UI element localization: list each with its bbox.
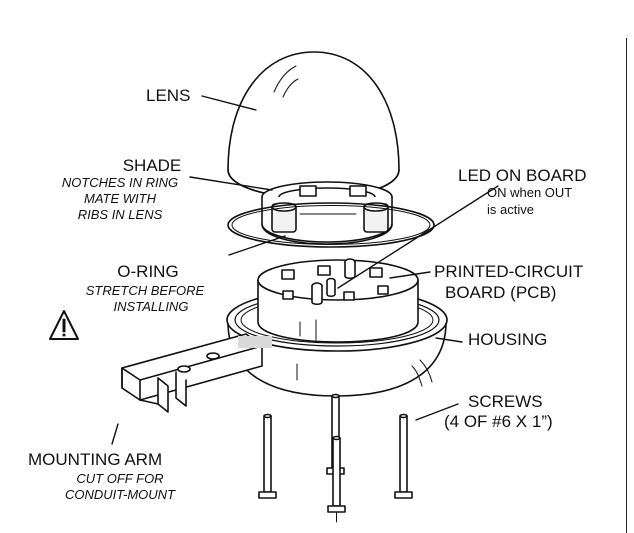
led-leader (337, 185, 499, 289)
lens-dome (227, 51, 400, 199)
screw-1 (258, 413, 277, 499)
screws-label-line-2: (4 OF #6 X 1”) (444, 412, 553, 431)
screw-4 (394, 413, 413, 499)
mounting-arm-note-line-1: CUT OFF FOR (76, 471, 164, 486)
shade-note-line-2: MATE WITH (84, 191, 156, 206)
shade-leader (189, 176, 273, 191)
pcb-label-line-2: BOARD (PCB) (445, 283, 557, 302)
shade-ring (261, 181, 393, 245)
page-edge-line (626, 38, 627, 533)
mounting-arm-leader (111, 423, 119, 445)
o-ring-title: O-RING (117, 262, 179, 281)
screws (258, 393, 413, 523)
shade-title: SHADE (122, 156, 182, 175)
exclamation-triangle-icon (49, 310, 79, 340)
o-ring-leader (228, 235, 286, 256)
screws-label-line-1: SCREWS (468, 392, 543, 411)
mounting-arm-note-line-2: CONDUIT-MOUNT (64, 487, 175, 502)
o-ring (227, 202, 435, 248)
mounting-arm (121, 333, 272, 413)
screws-leader (415, 403, 459, 421)
leader-lines (111, 95, 499, 445)
lens-label: LENS (146, 86, 191, 105)
pcb-leader (389, 271, 431, 279)
housing-label: HOUSING (468, 330, 548, 349)
o-ring-note-line-1: STRETCH BEFORE (85, 283, 205, 298)
screw-3 (327, 435, 346, 523)
mounting-arm-title: MOUNTING ARM (28, 450, 163, 469)
shade-note-line-3: RIBS IN LENS (77, 207, 163, 222)
housing-leader (435, 337, 463, 343)
lens-leader (201, 95, 257, 111)
led-note-line-1: ON when OUT (487, 185, 573, 200)
shade-note-line-1: NOTCHES IN RING (61, 175, 179, 190)
led-title: LED ON BOARD (458, 166, 587, 185)
printed-circuit-board (257, 258, 419, 343)
o-ring-note-line-2: INSTALLING (113, 299, 189, 314)
pcb-label-line-1: PRINTED-CIRCUIT (434, 262, 584, 281)
led-note-line-2: is active (487, 202, 534, 217)
